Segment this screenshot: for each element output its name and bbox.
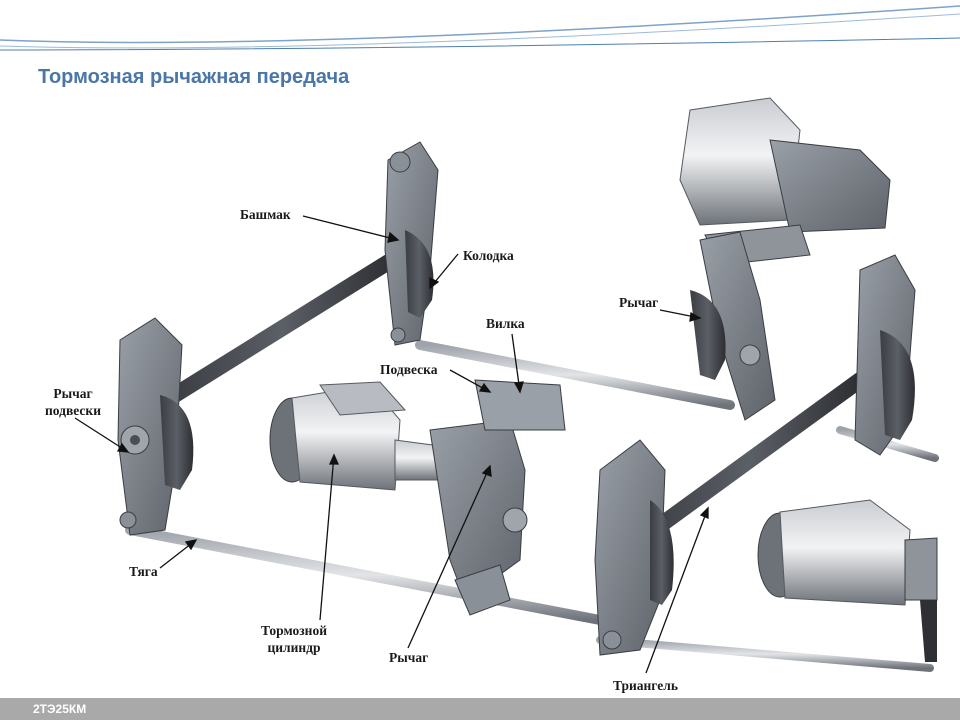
label-rychag-top: Рычаг — [619, 295, 659, 310]
label-cylinder: Тормозной цилиндр — [254, 622, 334, 656]
brake-cylinder-bottom-right — [757, 499, 938, 662]
label-rychag-podveski-line2: подвески — [45, 403, 101, 418]
brake-unit-front-left — [117, 317, 194, 536]
page-title: Тормозная рычажная передача — [38, 66, 350, 88]
label-triangel: Триангель — [613, 678, 678, 693]
brake-unit-front-right — [594, 439, 674, 656]
label-tyaga: Тяга — [129, 564, 158, 579]
label-rychag-podveski: Рычаг подвески — [40, 385, 106, 419]
label-podveska: Подвеска — [380, 362, 438, 377]
label-cylinder-line2: цилиндр — [267, 640, 321, 655]
label-bashmak: Башмак — [240, 207, 291, 222]
leader-lines — [74, 215, 709, 674]
header-decoration — [0, 5, 960, 51]
brake-unit-rear-right — [690, 231, 916, 456]
brake-cylinder-center — [269, 381, 471, 491]
label-kolodka: Колодка — [463, 248, 514, 263]
label-cylinder-line1: Тормозной — [261, 623, 327, 638]
brake-cylinder-top-right — [679, 97, 891, 266]
label-rychag-podveski-line1: Рычаг — [53, 386, 93, 401]
brake-unit-rear-left — [384, 141, 439, 346]
label-vilka: Вилка — [486, 316, 525, 331]
center-lever-assembly — [429, 379, 566, 616]
label-rychag-bottom: Рычаг — [389, 650, 429, 665]
rods — [125, 250, 939, 672]
footer-model: 2ТЭ25КМ — [33, 702, 87, 716]
footer-bar: 2ТЭ25КМ — [0, 698, 960, 720]
